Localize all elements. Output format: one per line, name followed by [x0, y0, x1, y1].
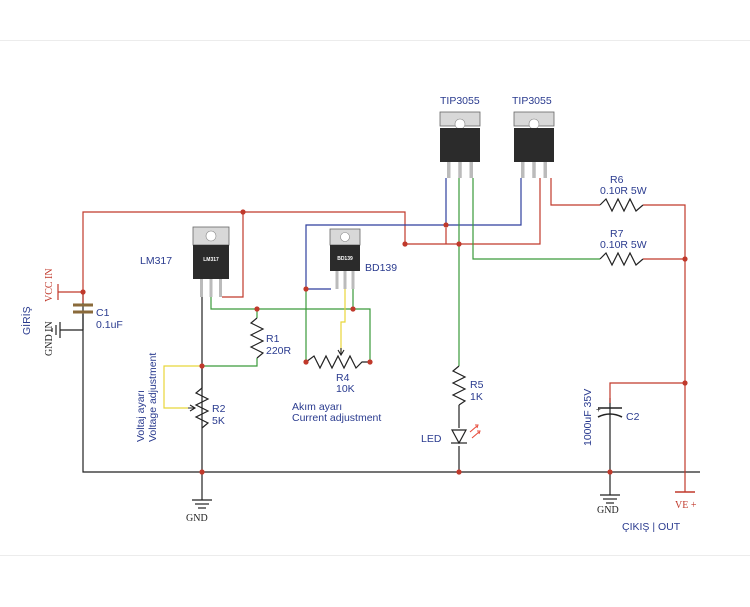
r1-value: 220R: [266, 345, 292, 357]
r1-symbol: [249, 317, 265, 359]
r7-value: 0.10R 5W: [600, 239, 647, 251]
gnd-left-label: GND: [186, 513, 208, 524]
junction-dots: [80, 209, 688, 475]
wire-r4-wiper: [340, 289, 346, 352]
wire-r2-wiper: [163, 365, 202, 409]
r4-symbol: [305, 354, 370, 370]
q1-label: TIP3055: [440, 95, 480, 107]
c1-symbol: [73, 292, 93, 330]
c2-name: C2: [626, 411, 640, 423]
r4-wiper-arrow: [337, 348, 345, 357]
top-divider: [0, 40, 750, 41]
c2-value: 1000uF 35V: [582, 389, 594, 446]
q2-label: TIP3055: [512, 95, 552, 107]
wire-tip2-emitter: [472, 178, 600, 260]
gnd-in-label: GND IN: [44, 321, 55, 356]
r2-name: R2: [212, 403, 226, 415]
led-label: LED: [421, 433, 442, 445]
u1-label: LM317: [140, 255, 172, 267]
wires: [58, 178, 700, 500]
q3-label: BD139: [365, 262, 397, 274]
r6-symbol: [599, 197, 644, 213]
ground-symbol-input: [51, 322, 83, 338]
r4-name: R4: [336, 372, 350, 384]
vcc-in-label: VCC IN: [44, 268, 55, 302]
bottom-divider: [0, 555, 750, 556]
wire-bd139-base-blue: [305, 178, 447, 289]
r6-name: R6: [610, 174, 624, 186]
ground-symbol-right: [600, 494, 620, 504]
wire-vcc-rail: [82, 178, 541, 292]
ground-symbol-left: [192, 499, 212, 509]
wire-c2-top: [609, 382, 685, 403]
current-en-label: Current adjustment: [292, 412, 381, 424]
tip3055-q2-package: [513, 111, 555, 179]
ve-plus-label: VE +: [675, 500, 697, 511]
wire-lm317-adj-green: [210, 297, 371, 362]
voltage-tr-label: Voltaj ayarı: [135, 390, 147, 442]
wire-tip2-base: [446, 178, 522, 226]
giris-label: GİRİŞ: [20, 306, 33, 335]
output-label: ÇIKIŞ | OUT: [622, 521, 681, 533]
led-symbol: [450, 424, 481, 445]
current-tr-label: Akım ayarı: [292, 401, 342, 413]
r6-value: 0.10R 5W: [600, 185, 647, 197]
r1-name: R1: [266, 333, 280, 345]
wire-ground-rail: [82, 292, 700, 473]
r5-name: R5: [470, 379, 484, 391]
lm317-chip-text: LM317: [203, 257, 219, 263]
r7-symbol: [599, 251, 644, 267]
bd139-chip-text: BD139: [337, 256, 353, 262]
wire-output-bus: [643, 204, 686, 492]
wire-r1-bottom: [202, 358, 258, 367]
gnd-right-label: GND: [597, 505, 619, 516]
wire-r6-out: [550, 178, 600, 206]
tip3055-q1-package: [439, 111, 481, 179]
wire-lm317-in: [222, 212, 244, 298]
r2-wiper-arrow: [188, 404, 197, 412]
c1-name: C1: [96, 307, 110, 319]
c2-symbol: +: [596, 405, 623, 418]
r2-symbol: [194, 387, 210, 429]
voltage-en-label: Voltage adjustment: [147, 353, 159, 442]
r2-value: 5K: [212, 415, 225, 427]
r5-symbol: [451, 365, 467, 406]
r5-value: 1K: [470, 391, 483, 403]
r7-name: R7: [610, 228, 624, 240]
svg-text:+: +: [596, 405, 601, 414]
r4-value: 10K: [336, 383, 355, 395]
c1-value: 0.1uF: [96, 319, 123, 331]
